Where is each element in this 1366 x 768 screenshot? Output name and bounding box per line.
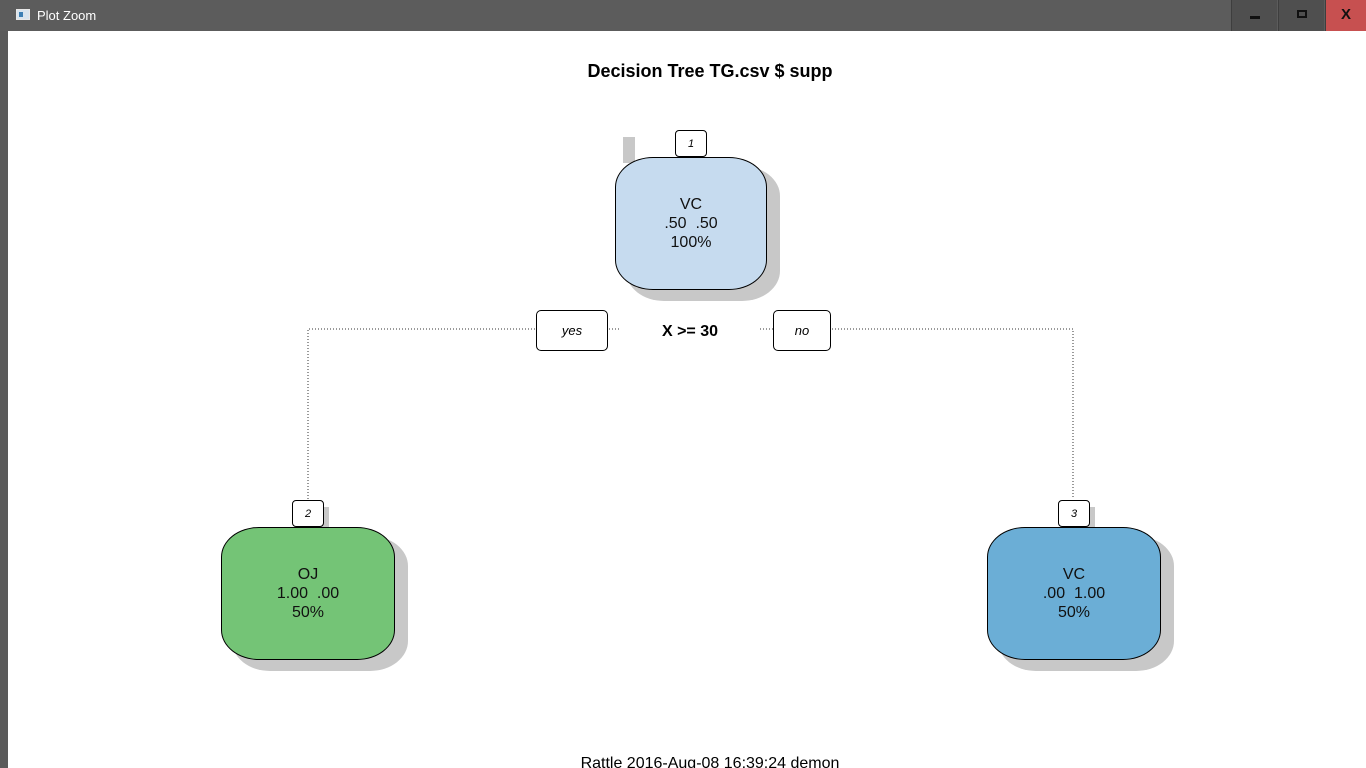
node-2: OJ 1.00 .00 50%	[221, 527, 395, 660]
node-3-probs: .00 1.00	[1042, 585, 1106, 602]
plot-area: Decision Tree TG.csv $ supp 1 VC .50 .50…	[8, 31, 1366, 768]
window-titlebar: Plot Zoom X	[0, 0, 1366, 31]
close-icon: X	[1340, 6, 1351, 23]
tree-edges	[307, 328, 1074, 499]
node-3: VC .00 1.00 50%	[987, 527, 1161, 660]
minimize-button[interactable]	[1231, 0, 1277, 31]
node-1-probs: .50 .50	[664, 215, 718, 232]
node-2-probs: 1.00 .00	[276, 585, 340, 602]
footer-caption: Rattle 2016-Aug-08 16:39:24 demon	[580, 755, 840, 768]
plot-title: Decision Tree TG.csv $ supp	[587, 61, 833, 81]
node-1-class: VC	[679, 196, 703, 213]
node-1-percent: 100%	[670, 234, 712, 251]
node-2-number: 2	[292, 500, 324, 527]
node-2-class: OJ	[297, 566, 319, 583]
no-label: no	[773, 310, 831, 351]
window-title: Plot Zoom	[37, 8, 97, 23]
node-2-percent: 50%	[291, 604, 325, 621]
split-condition: X >= 30	[661, 323, 719, 340]
node-1-shadow	[623, 137, 635, 163]
node-3-class: VC	[1062, 566, 1086, 583]
node-3-number: 3	[1058, 500, 1090, 527]
node-1: VC .50 .50 100%	[615, 157, 767, 290]
maximize-button[interactable]	[1278, 0, 1324, 31]
minimize-icon	[1250, 16, 1260, 19]
yes-branch-line	[307, 328, 620, 499]
app-icon	[16, 9, 30, 20]
close-button[interactable]: X	[1325, 0, 1366, 31]
node-1-number: 1	[675, 130, 707, 157]
node-2-shadow	[319, 507, 329, 529]
no-branch-line	[760, 328, 1074, 499]
node-3-shadow	[1085, 507, 1095, 529]
maximize-icon	[1297, 10, 1307, 18]
yes-label: yes	[536, 310, 608, 351]
node-3-percent: 50%	[1057, 604, 1091, 621]
